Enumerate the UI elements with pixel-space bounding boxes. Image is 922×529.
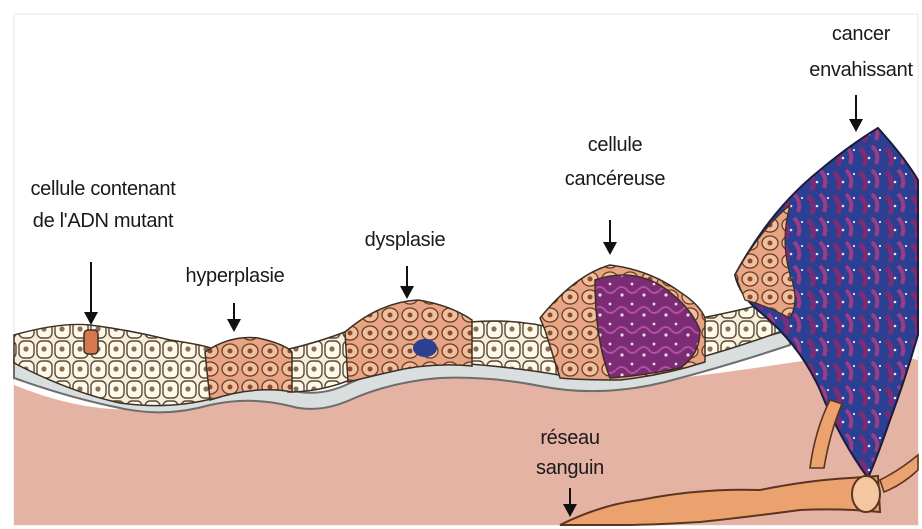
hyperplasia-tissue (205, 338, 292, 400)
label-blood-network-line2: sanguin (520, 454, 620, 482)
label-dna-mutant-line1: cellule contenant (8, 175, 198, 203)
label-blood-network-line1: réseau (520, 424, 620, 452)
mutant-cell (84, 330, 98, 354)
label-hyperplasia: hyperplasie (170, 262, 300, 290)
label-invasive-line2: envahissant (800, 56, 922, 84)
label-invasive-cancer: cancer envahissant (800, 20, 922, 84)
label-cancer-cell: cellule cancéreuse (550, 131, 680, 193)
label-blood-network: réseau sanguin (520, 424, 620, 482)
dysplastic-nucleus (413, 339, 437, 357)
label-cancer-cell-line2: cancéreuse (550, 165, 680, 193)
label-invasive-line1: cancer (800, 20, 922, 48)
label-dna-mutant: cellule contenant de l'ADN mutant (8, 175, 198, 235)
label-dna-mutant-line2: de l'ADN mutant (8, 207, 198, 235)
label-cancer-cell-line1: cellule (550, 131, 680, 159)
vessel-opening (852, 476, 880, 512)
label-dysplasia: dysplasie (350, 226, 460, 254)
